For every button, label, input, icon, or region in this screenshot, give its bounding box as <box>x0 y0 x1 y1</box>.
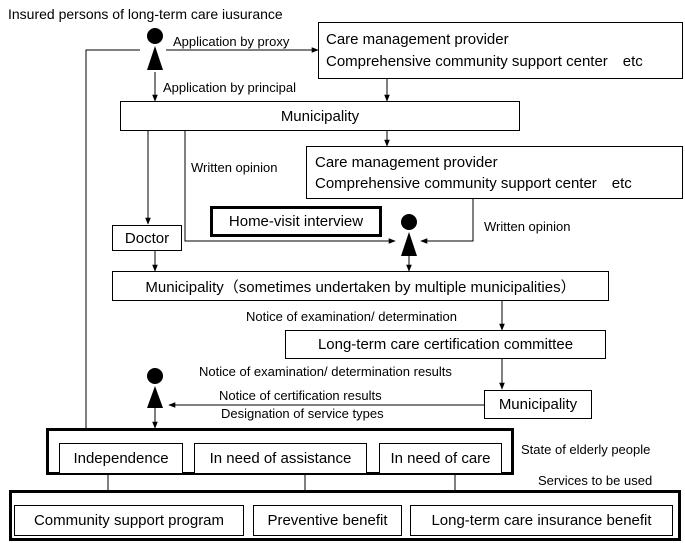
committee-label: Long-term care certification committee <box>317 336 574 353</box>
doctor-box: Doctor <box>112 225 182 251</box>
provider-top-line2: Comprehensive community support center e… <box>326 53 643 70</box>
provider-top-box: Care management provider Comprehensive c… <box>318 22 683 79</box>
municipality-top-label: Municipality <box>280 107 360 125</box>
municipality-bottom-box: Municipality <box>484 390 592 419</box>
need-care-label: In need of care <box>390 450 491 467</box>
community-support-box: Community support program <box>14 505 244 536</box>
label-notice-exam: Notice of examination/ determination <box>246 309 458 324</box>
label-application-proxy: Application by proxy <box>173 34 290 49</box>
preventive-box: Preventive benefit <box>253 505 402 536</box>
home-visit-label: Home-visit interview <box>228 213 364 230</box>
municipality-multi-box: Municipality（sometimes undertaken by mul… <box>112 271 609 301</box>
provider-mid-line1: Care management provider <box>315 154 498 171</box>
label-notice-cert: Notice of certification results <box>219 388 382 403</box>
independence-box: Independence <box>59 443 183 474</box>
label-application-principal: Application by principal <box>163 80 296 95</box>
person-icon <box>401 214 417 256</box>
provider-mid-line2: Comprehensive community support center e… <box>315 175 632 192</box>
municipality-top-box: Municipality <box>120 101 520 131</box>
preventive-label: Preventive benefit <box>267 512 388 529</box>
community-support-label: Community support program <box>33 512 225 529</box>
municipality-bottom-label: Municipality <box>498 396 578 413</box>
label-services-used: Services to be used <box>538 473 653 488</box>
independence-label: Independence <box>73 450 169 467</box>
ltc-benefit-box: Long-term care insurance benefit <box>410 505 673 536</box>
home-visit-box: Home-visit interview <box>210 206 382 237</box>
municipality-multi-label: Municipality（sometimes undertaken by mul… <box>145 278 576 296</box>
need-assistance-box: In need of assistance <box>194 443 367 474</box>
label-written-opinion-right: Written opinion <box>484 219 571 234</box>
need-care-box: In need of care <box>379 443 502 474</box>
label-notice-exam-results: Notice of examination/ determination res… <box>199 364 452 379</box>
provider-mid-box: Care management provider Comprehensive c… <box>306 146 683 199</box>
label-designation: Designation of service types <box>221 406 384 421</box>
person-icon <box>147 28 163 70</box>
committee-box: Long-term care certification committee <box>285 330 606 359</box>
diagram-title: Insured persons of long-term care iusura… <box>8 6 283 22</box>
label-state-elderly: State of elderly people <box>521 442 651 457</box>
person-icon <box>147 368 163 408</box>
label-written-opinion-left: Written opinion <box>191 160 278 175</box>
need-assistance-label: In need of assistance <box>209 450 352 467</box>
ltc-benefit-label: Long-term care insurance benefit <box>431 512 652 529</box>
provider-top-line1: Care management provider <box>326 31 509 48</box>
doctor-label: Doctor <box>124 229 170 247</box>
